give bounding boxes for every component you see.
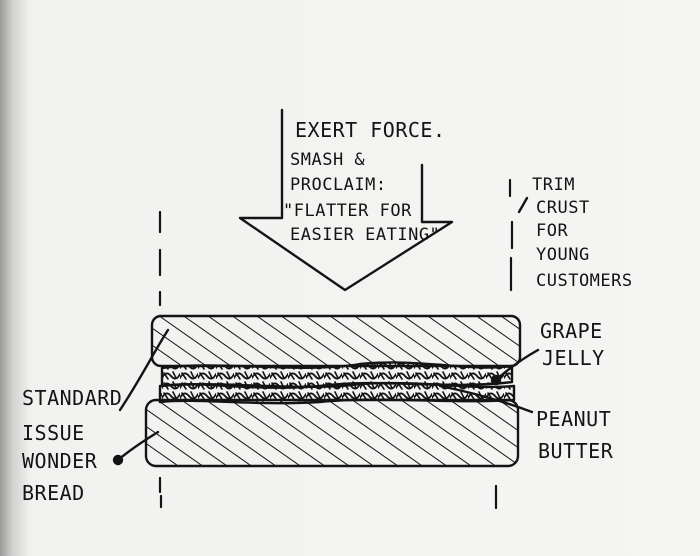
trim-note-line-5: CUSTOMERS	[536, 271, 633, 291]
trim-note-line-2: CRUST	[536, 198, 590, 218]
trim-note-line-3: FOR	[536, 221, 568, 241]
peanut-label-line-1: PEANUT	[536, 407, 611, 431]
trim-note-line-4: YOUNG	[536, 245, 590, 265]
arrow-note-line-4: "FLATTER FOR	[283, 201, 412, 221]
trim-pointer	[517, 196, 529, 214]
top-bread-slice	[150, 314, 522, 368]
force-arrow	[238, 108, 454, 292]
jelly-label-line-2: JELLY	[542, 346, 605, 370]
bread-label-line-2: ISSUE	[22, 421, 85, 445]
trim-guide-right	[494, 178, 514, 510]
bread-label-line-1: STANDARD	[22, 386, 122, 410]
bread-label-line-4: BREAD	[22, 481, 85, 505]
bread-label-line-3: WONDER	[22, 449, 98, 473]
bottom-bread-slice	[144, 398, 520, 468]
arrow-note-line-3: PROCLAIM:	[290, 175, 387, 195]
peanut-leader	[438, 384, 534, 414]
arrow-note-line-1: EXERT FORCE.	[295, 118, 446, 142]
bread-leader-dot	[112, 454, 124, 466]
bread-leader-top	[118, 328, 170, 412]
trim-note-line-1: TRIM	[532, 175, 575, 195]
arrow-note-line-2: SMASH &	[290, 150, 365, 170]
arrow-note-line-5: EASIER EATING"	[290, 225, 440, 245]
jelly-label-line-1: GRAPE	[540, 319, 603, 343]
peanut-label-line-2: BUTTER	[538, 439, 614, 463]
trim-guide-left	[158, 210, 163, 509]
jelly-leader-dot	[490, 374, 502, 386]
